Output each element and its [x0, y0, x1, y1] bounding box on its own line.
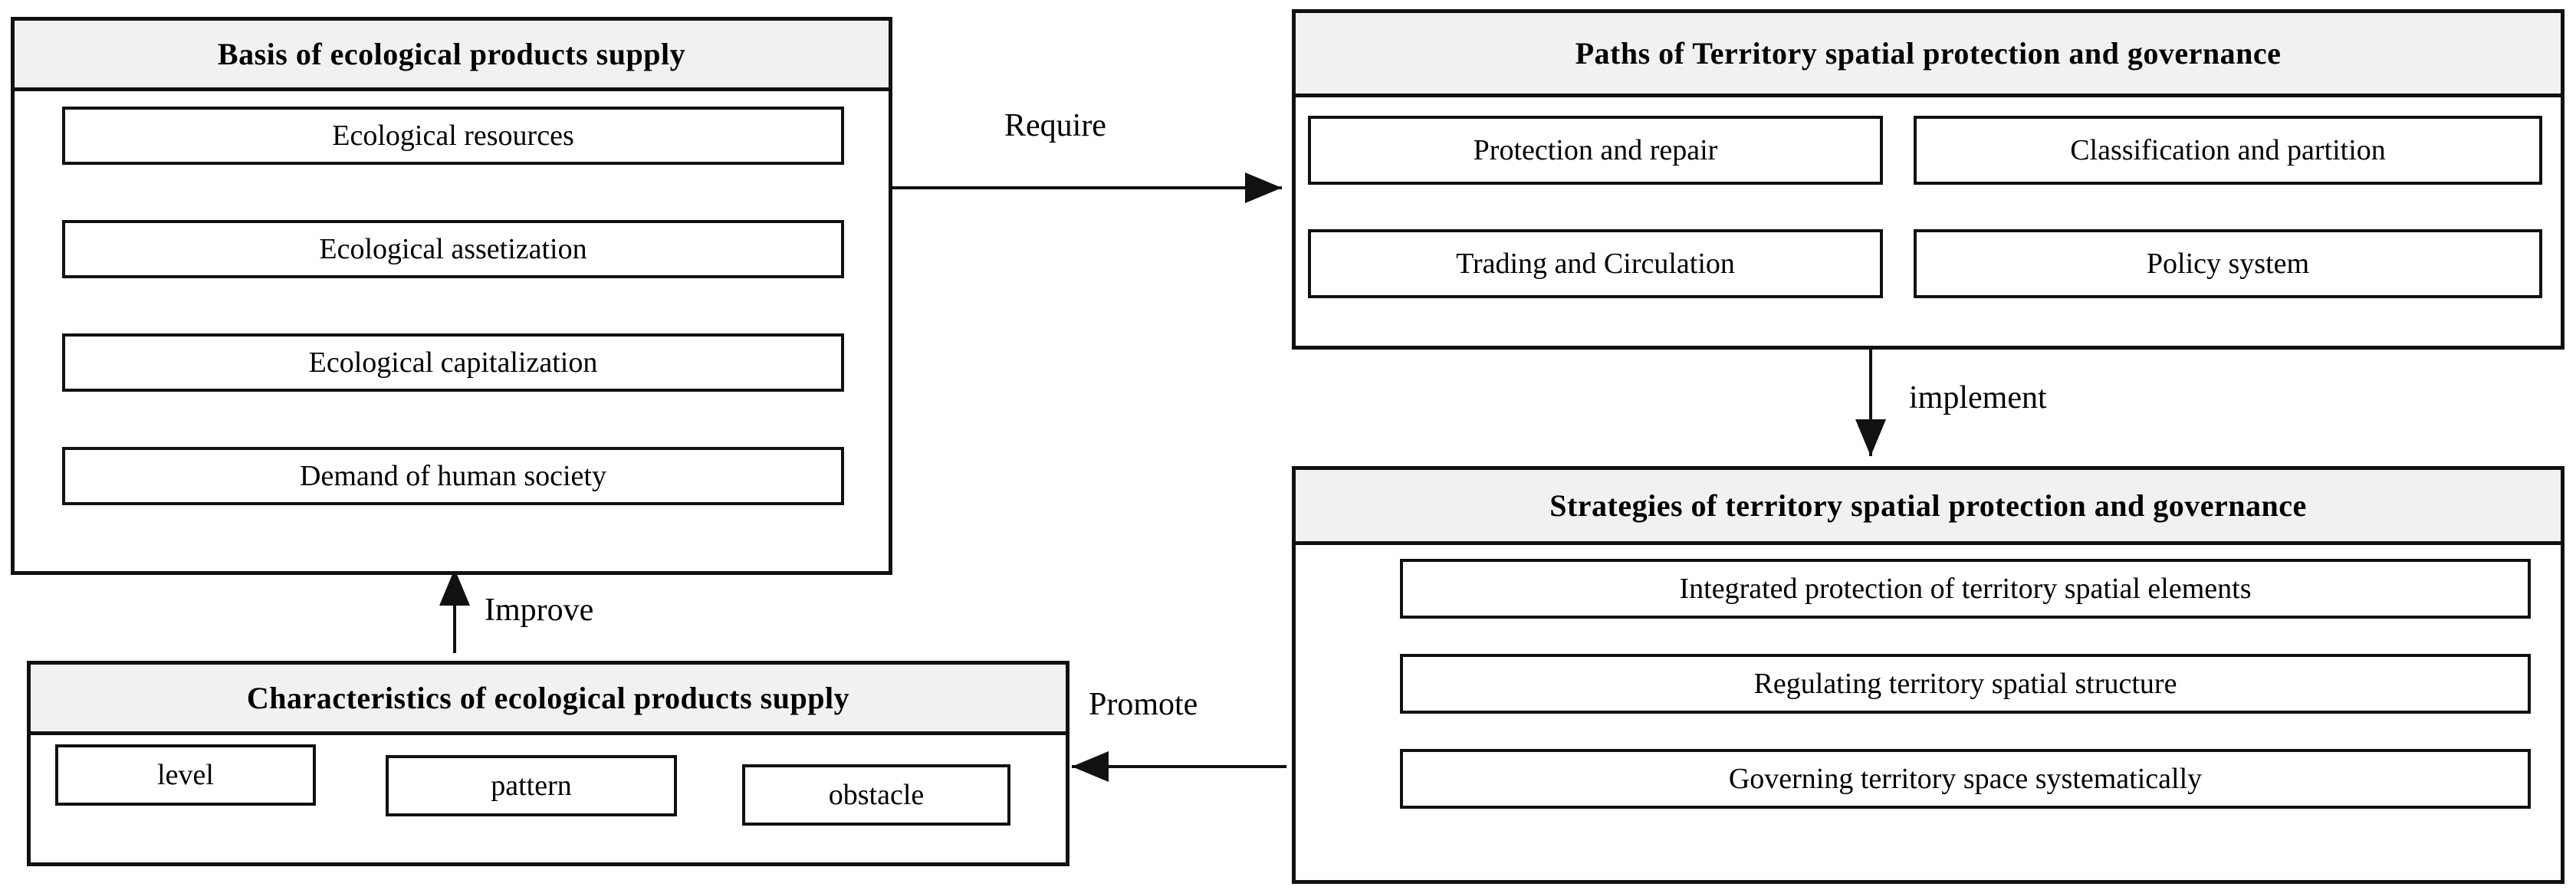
- strategies-item-governing-systematically[interactable]: Governing territory space systematically: [1400, 749, 2531, 809]
- basis-item-ecological-capitalization[interactable]: Ecological capitalization: [62, 333, 844, 392]
- panel-strategies-header: Strategies of territory spatial protecti…: [1296, 470, 2561, 545]
- basis-item-ecological-assetization[interactable]: Ecological assetization: [62, 220, 844, 278]
- paths-item-protection-and-repair[interactable]: Protection and repair: [1308, 116, 1883, 185]
- basis-item-ecological-resources[interactable]: Ecological resources: [62, 107, 844, 165]
- panel-basis: Basis of ecological products supply Ecol…: [11, 17, 892, 575]
- paths-item-classification-and-partition[interactable]: Classification and partition: [1914, 116, 2542, 185]
- panel-strategies: Strategies of territory spatial protecti…: [1292, 466, 2564, 884]
- characteristics-item-pattern[interactable]: pattern: [386, 755, 677, 816]
- edge-label-require: Require: [1004, 108, 1106, 143]
- edge-label-improve: Improve: [485, 593, 594, 628]
- panel-characteristics-header: Characteristics of ecological products s…: [31, 665, 1066, 735]
- paths-item-trading-and-circulation[interactable]: Trading and Circulation: [1308, 229, 1883, 298]
- edge-label-promote: Promote: [1089, 687, 1198, 722]
- panel-strategies-body: Integrated protection of territory spati…: [1296, 545, 2561, 880]
- basis-item-demand-of-human-society[interactable]: Demand of human society: [62, 447, 844, 505]
- paths-item-policy-system[interactable]: Policy system: [1914, 229, 2542, 298]
- panel-basis-header: Basis of ecological products supply: [15, 21, 889, 91]
- strategies-item-regulating-structure[interactable]: Regulating territory spatial structure: [1400, 654, 2531, 714]
- characteristics-item-obstacle[interactable]: obstacle: [742, 764, 1010, 826]
- panel-paths-header: Paths of Territory spatial protection an…: [1296, 13, 2561, 97]
- panel-characteristics-body: level pattern obstacle: [31, 735, 1066, 864]
- panel-characteristics: Characteristics of ecological products s…: [27, 661, 1070, 866]
- panel-paths: Paths of Territory spatial protection an…: [1292, 9, 2564, 350]
- panel-basis-body: Ecological resources Ecological assetiza…: [15, 91, 889, 575]
- panel-paths-body: Protection and repair Classification and…: [1296, 97, 2561, 346]
- edge-label-implement: implement: [1909, 380, 2047, 415]
- strategies-item-integrated-protection[interactable]: Integrated protection of territory spati…: [1400, 559, 2531, 619]
- characteristics-item-level[interactable]: level: [55, 744, 316, 806]
